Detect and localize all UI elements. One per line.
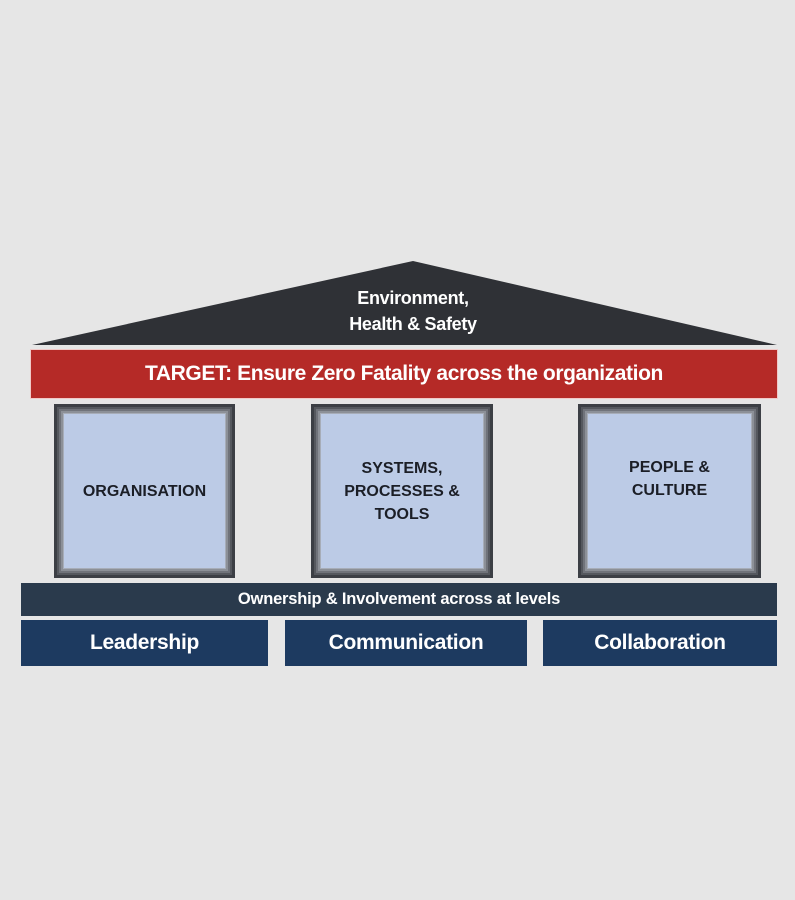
roof-title-line-2: Health & Safety <box>349 314 477 334</box>
pillar-label: ORGANISATION <box>82 482 207 500</box>
pillar-systems-processes-tools: SYSTEMS, PROCESSES & TOOLS <box>311 404 493 578</box>
foundation-leadership: Leadership <box>21 620 268 666</box>
roof-title: Environment, Health & Safety <box>300 285 526 337</box>
pillar-label: TOOLS <box>374 505 430 523</box>
roof-title-line-1: Environment, <box>357 288 469 308</box>
pillar-label: CULTURE <box>631 482 708 499</box>
target-banner: TARGET: Ensure Zero Fatality across the … <box>31 350 777 398</box>
pillar-label: PROCESSES & <box>344 482 460 500</box>
pillar-organisation: ORGANISATION <box>54 404 235 578</box>
ownership-bar: Ownership & Involvement across at levels <box>21 583 777 616</box>
foundation-communication: Communication <box>285 620 527 666</box>
pillar-people-culture: PEOPLE & CULTURE <box>578 404 761 578</box>
pillar-label: PEOPLE & <box>629 459 710 476</box>
pillar-label: SYSTEMS, <box>361 459 443 477</box>
foundation-collaboration: Collaboration <box>543 620 777 666</box>
